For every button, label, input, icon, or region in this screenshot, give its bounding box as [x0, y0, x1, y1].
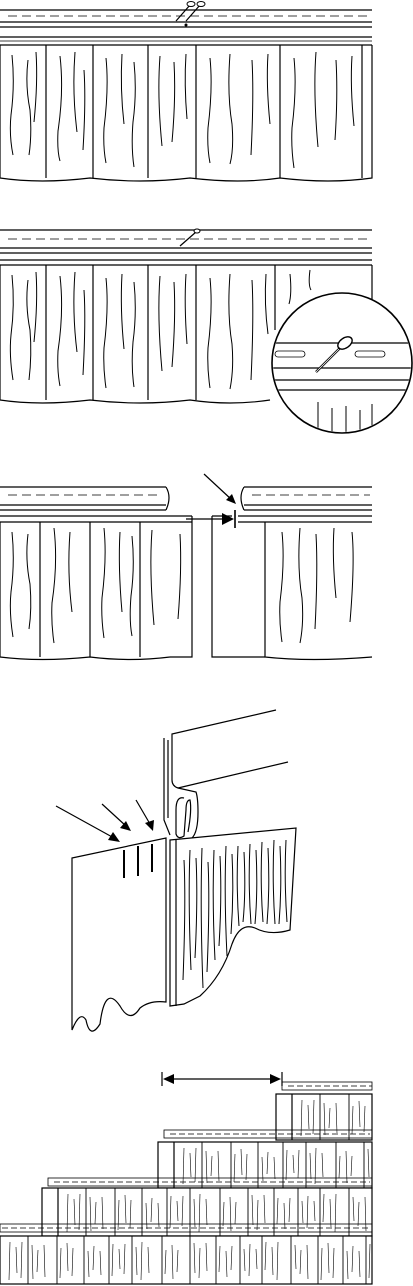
panel-nail-in-slot [0, 210, 413, 440]
siding-section-left [0, 487, 192, 660]
nail-icon [180, 229, 200, 246]
siding-panel-loose [212, 516, 265, 657]
siding-panel-right [170, 828, 296, 1006]
upper-panel-profile [164, 710, 288, 838]
nailing-hem [0, 230, 372, 265]
panel-stagger-courses [0, 1058, 413, 1286]
wood-grain [10, 270, 311, 389]
panel-nail-head-alignment [0, 0, 413, 200]
arrow-icon [136, 800, 154, 831]
siding-panel-left [72, 838, 166, 1031]
wood-grain [10, 52, 354, 168]
nailing-hem [0, 10, 372, 45]
nail-icon [176, 2, 195, 22]
arrow-icon [102, 804, 131, 831]
siding-illustration-1 [0, 0, 413, 200]
siding-section-right [238, 487, 372, 660]
siding-illustration-3 [0, 462, 413, 668]
magnify-icon [260, 293, 413, 433]
siding-panels [0, 45, 372, 181]
gap-icon [186, 510, 235, 528]
arrow-icon [204, 474, 236, 504]
wood-grain [10, 528, 353, 643]
siding-illustration-5 [0, 1058, 413, 1286]
siding-illustration-4 [0, 700, 413, 1045]
dimension-arrow-icon [162, 1072, 282, 1086]
panel-lock-detail [0, 700, 413, 1045]
panel-expansion-gap [0, 462, 413, 668]
siding-illustration-2 [0, 210, 413, 440]
